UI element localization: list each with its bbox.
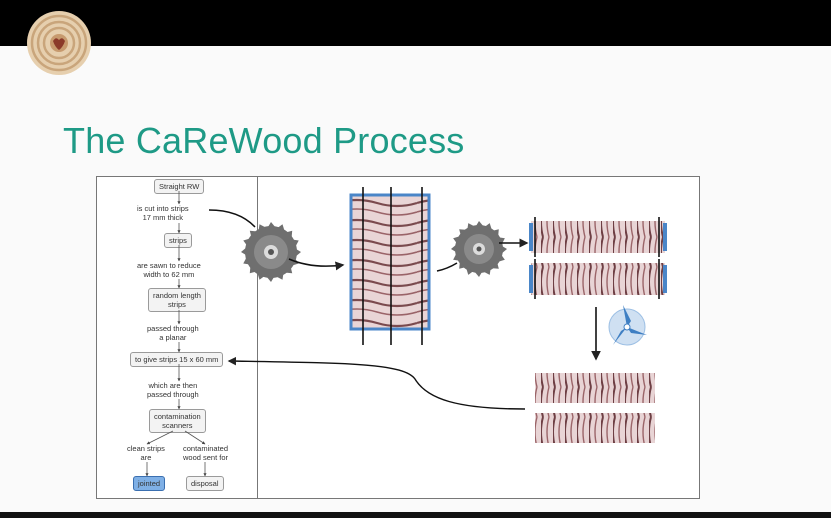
link-cut-to-saw bbox=[208, 209, 256, 228]
node-passed-planar: passed through a planar bbox=[147, 324, 199, 342]
node-random-length: random length strips bbox=[148, 288, 206, 312]
arrow-planed-to-flow bbox=[227, 356, 526, 410]
node-jointed: jointed bbox=[133, 476, 166, 491]
planed-strips bbox=[535, 373, 655, 443]
saw-blade-icon bbox=[241, 222, 301, 282]
top-bar bbox=[0, 0, 831, 46]
arrow-log-to-saw bbox=[436, 262, 458, 272]
log-block bbox=[349, 187, 431, 345]
arrow-saw-to-log bbox=[288, 258, 345, 271]
figure-divider bbox=[257, 177, 258, 498]
node-clean-strips: clean strips are bbox=[127, 444, 165, 462]
logo-rings-icon bbox=[27, 11, 91, 75]
flow-connectors bbox=[145, 191, 207, 477]
node-passed-through: which are then passed through bbox=[147, 381, 199, 399]
process-figure: Straight RW is cut into strips 17 mm thi… bbox=[96, 176, 700, 499]
slide-title: The CaReWood Process bbox=[63, 120, 465, 161]
process-illustration bbox=[145, 187, 667, 477]
sawn-strips bbox=[529, 217, 667, 299]
node-give-strips: to give strips 15 x 60 mm bbox=[130, 352, 224, 367]
node-sawn-reduce: are sawn to reduce width to 62 mm bbox=[137, 261, 201, 279]
bottom-bar bbox=[0, 512, 831, 518]
node-strips: strips bbox=[164, 233, 192, 248]
planer-icon bbox=[608, 305, 647, 346]
node-disposal: disposal bbox=[186, 476, 224, 491]
node-cut-strips: is cut into strips 17 mm thick bbox=[137, 204, 189, 222]
saw-blade-icon bbox=[451, 221, 507, 277]
node-contaminated: contaminated wood sent for bbox=[183, 444, 229, 462]
node-contamination: contamination scanners bbox=[149, 409, 206, 433]
